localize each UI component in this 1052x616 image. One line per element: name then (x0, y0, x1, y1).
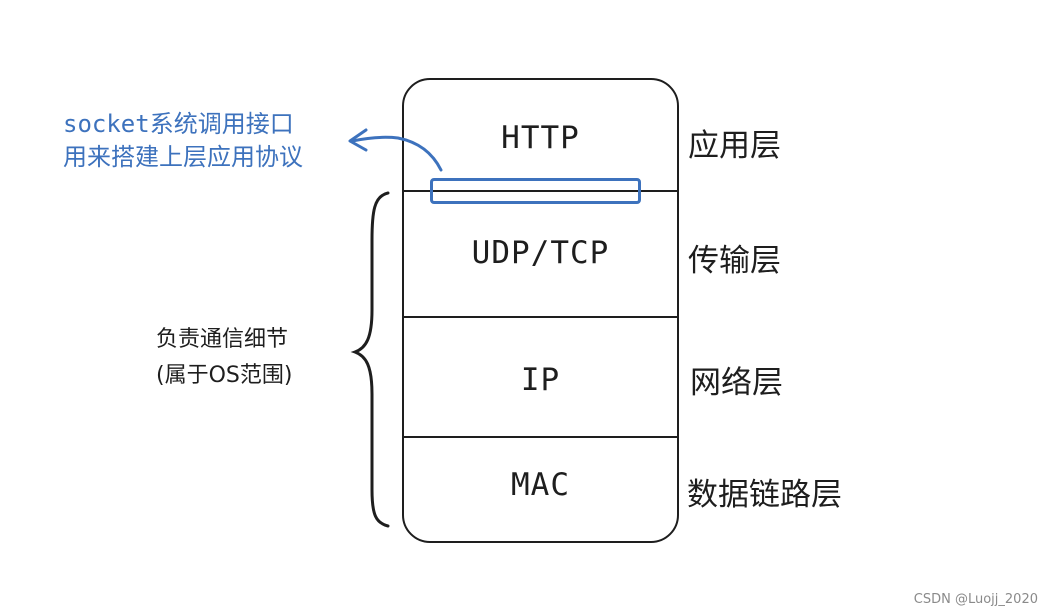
layer-link-name: MAC (511, 467, 570, 503)
layer-transport-label: 传输层 (688, 243, 781, 279)
layer-network-name: IP (520, 362, 561, 398)
os-annotation-line2: (属于OS范围) (156, 363, 293, 388)
protocol-stack-box: HTTP UDP/TCP IP MAC (402, 78, 679, 543)
socket-interface-highlight (430, 178, 641, 204)
divider-http-transport (404, 190, 677, 192)
os-annotation-line1: 负责通信细节 (156, 327, 289, 352)
layer-link-label: 数据链路层 (687, 477, 842, 513)
socket-arrow (350, 135, 443, 172)
socket-keyword: socket (63, 110, 150, 138)
socket-annotation: socket系统调用接口 用来搭建上层应用协议 (63, 108, 303, 174)
os-annotation: 负责通信细节 (属于OS范围) (156, 322, 292, 394)
curly-brace (350, 191, 390, 528)
layer-network-label: 网络层 (690, 365, 783, 401)
layer-http-label: 应用层 (688, 128, 781, 164)
divider-transport-network (404, 316, 677, 318)
watermark: CSDN @Luojj_2020 (913, 592, 1038, 607)
layer-transport-name: UDP/TCP (471, 235, 610, 271)
divider-network-link (404, 436, 677, 438)
socket-annotation-line2: 用来搭建上层应用协议 (63, 143, 303, 171)
socket-annotation-line1: socket系统调用接口 (63, 108, 303, 141)
layer-http-name: HTTP (501, 120, 580, 156)
socket-arrowhead-icon (348, 128, 368, 152)
socket-annotation-line1-rest: 系统调用接口 (149, 110, 294, 138)
